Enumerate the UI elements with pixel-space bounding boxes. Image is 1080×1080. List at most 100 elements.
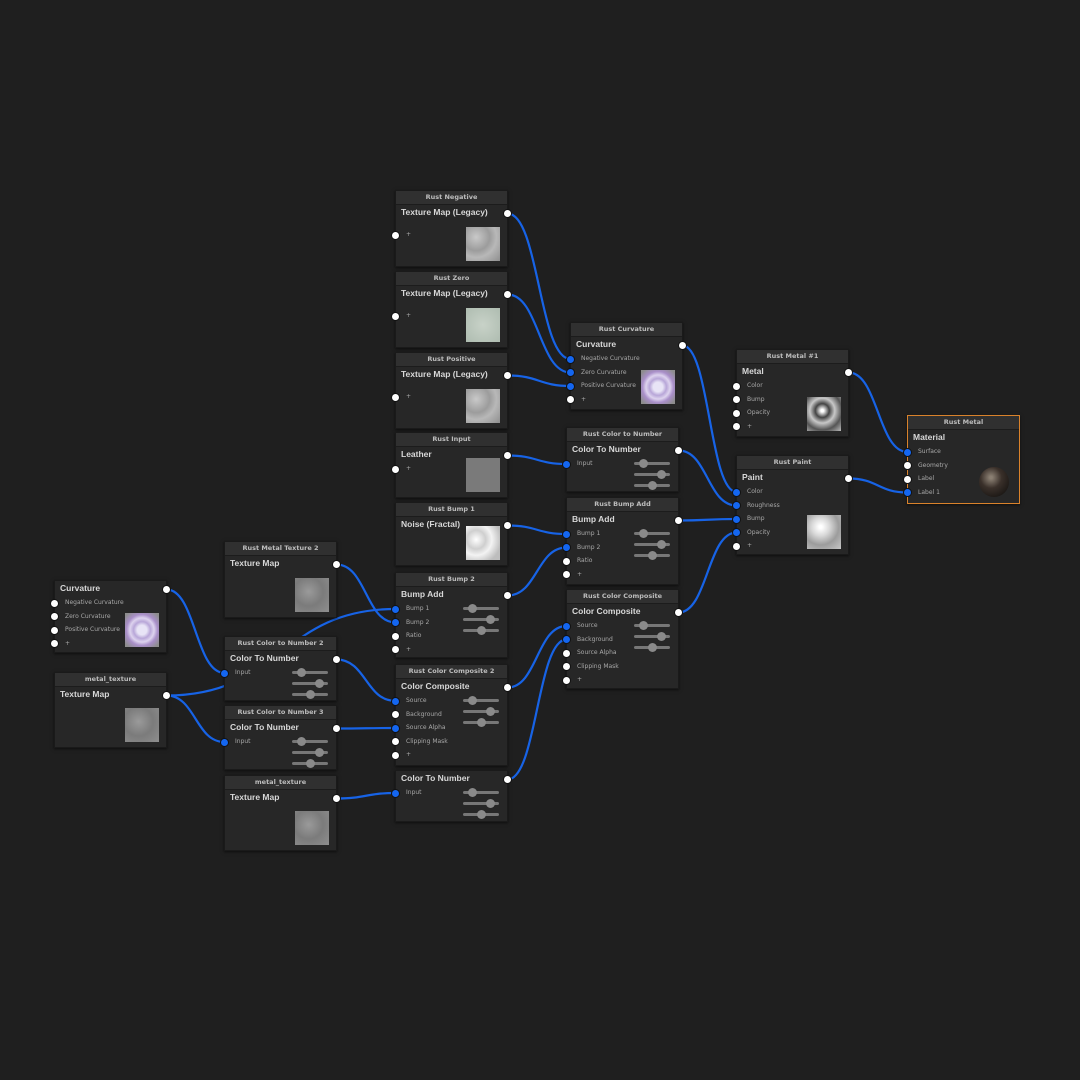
input-port-dot[interactable]	[732, 395, 741, 404]
input-port-dot[interactable]	[562, 662, 571, 671]
slider-track[interactable]	[634, 532, 670, 535]
input-port-dot[interactable]	[732, 408, 741, 418]
input-port-row[interactable]: Source	[562, 619, 678, 633]
wire-rust-bump-add-to-rust-paint[interactable]	[678, 517, 737, 522]
wire-rust-positive-to-rust-curvature[interactable]	[507, 374, 571, 388]
input-port-dot[interactable]	[391, 392, 400, 402]
parameter-slider[interactable]	[634, 469, 670, 480]
input-port-row[interactable]: Surface	[903, 445, 1019, 459]
input-port-row[interactable]: Positive Curvature	[50, 623, 166, 637]
slider-knob[interactable]	[314, 748, 324, 757]
input-port-dot[interactable]	[391, 645, 400, 654]
node-header[interactable]: Rust Color Composite	[567, 590, 678, 604]
input-port-dot[interactable]	[220, 668, 229, 678]
output-port[interactable]	[503, 521, 512, 530]
slider-track[interactable]	[463, 791, 499, 794]
parameter-slider[interactable]	[292, 678, 328, 689]
wire-rust-metal-texture-2-to-rust-bump-2[interactable]	[336, 563, 396, 624]
parameter-slider[interactable]	[292, 747, 328, 758]
input-port-dot[interactable]	[391, 230, 400, 240]
node-header[interactable]: Rust Color to Number 3	[225, 706, 336, 720]
input-port-row[interactable]: Bump 2	[562, 541, 678, 555]
output-port[interactable]	[674, 446, 683, 455]
output-port[interactable]	[674, 516, 683, 525]
slider-track[interactable]	[634, 473, 670, 476]
input-port-row[interactable]: Bump	[732, 512, 848, 526]
slider-knob[interactable]	[485, 799, 495, 808]
input-port-dot[interactable]	[391, 311, 400, 321]
node-header[interactable]: Rust Positive	[396, 353, 507, 367]
input-port-dot[interactable]	[391, 631, 400, 641]
input-port-dot[interactable]	[562, 675, 571, 685]
slider-knob[interactable]	[467, 604, 477, 613]
output-port[interactable]	[332, 724, 341, 733]
input-port-row[interactable]: Label 1	[903, 486, 1019, 500]
wire-rust-color-composite-to-rust-paint[interactable]	[678, 531, 737, 614]
parameter-slider[interactable]	[463, 706, 499, 717]
input-port-dot[interactable]	[903, 447, 912, 457]
slider-track[interactable]	[292, 751, 328, 754]
output-port[interactable]	[162, 585, 171, 594]
input-port-dot[interactable]	[903, 488, 912, 497]
input-port-dot[interactable]	[562, 648, 571, 658]
input-port-row[interactable]: Ratio	[562, 554, 678, 568]
parameter-slider[interactable]	[292, 689, 328, 700]
output-port[interactable]	[503, 591, 512, 600]
input-port-row[interactable]: +	[566, 393, 682, 407]
parameter-slider[interactable]	[463, 717, 499, 728]
input-port-row[interactable]: Label	[903, 472, 1019, 486]
input-port-row[interactable]: +	[391, 643, 507, 657]
output-port[interactable]	[503, 209, 512, 218]
node-header[interactable]: Rust Negative	[396, 191, 507, 205]
slider-knob[interactable]	[296, 668, 306, 677]
slider-track[interactable]	[634, 543, 670, 546]
input-port-dot[interactable]	[391, 750, 400, 760]
slider-knob[interactable]	[467, 696, 477, 705]
input-port-dot[interactable]	[391, 464, 400, 474]
input-port-row[interactable]: Input	[391, 786, 507, 800]
slider-knob[interactable]	[647, 481, 657, 490]
input-port-row[interactable]: Color	[732, 485, 848, 499]
slider-knob[interactable]	[305, 690, 315, 699]
input-port-row[interactable]: +	[562, 568, 678, 582]
node-header[interactable]: Rust Zero	[396, 272, 507, 286]
slider-group[interactable]	[463, 695, 499, 728]
input-port-row[interactable]: Source	[391, 694, 507, 708]
slider-group[interactable]	[634, 528, 670, 561]
node-header[interactable]: metal_texture	[225, 776, 336, 790]
slider-knob[interactable]	[476, 718, 486, 727]
wire-rust-metal-1-to-rust-metal[interactable]	[848, 371, 908, 454]
parameter-slider[interactable]	[634, 528, 670, 539]
node-header[interactable]: Rust Bump 1	[396, 503, 507, 517]
node-header[interactable]: Rust Input	[396, 433, 507, 447]
wire-metal-texture-a-to-rust-color-to-number-3[interactable]	[166, 694, 225, 744]
input-port-row[interactable]: Background	[391, 708, 507, 722]
slider-knob[interactable]	[476, 626, 486, 635]
wire-rust-color-to-number-2-to-rust-color-composite-2[interactable]	[336, 658, 396, 703]
slider-group[interactable]	[634, 620, 670, 653]
input-port-row[interactable]: Geometry	[903, 459, 1019, 473]
node-header[interactable]: Rust Color to Number	[567, 428, 678, 442]
input-port-row[interactable]: +	[50, 637, 166, 651]
slider-knob[interactable]	[656, 632, 666, 641]
input-port-dot[interactable]	[391, 723, 400, 733]
parameter-slider[interactable]	[634, 642, 670, 653]
node-header[interactable]: Rust Curvature	[571, 323, 682, 337]
wire-color-to-number-to-rust-color-composite[interactable]	[507, 638, 567, 781]
input-port-row[interactable]: Bump 1	[562, 527, 678, 541]
slider-group[interactable]	[292, 736, 328, 769]
slider-knob[interactable]	[638, 621, 648, 630]
input-port-dot[interactable]	[732, 487, 741, 497]
input-port-row[interactable]: Source Alpha	[391, 721, 507, 735]
input-port-row[interactable]: Input	[220, 666, 336, 680]
